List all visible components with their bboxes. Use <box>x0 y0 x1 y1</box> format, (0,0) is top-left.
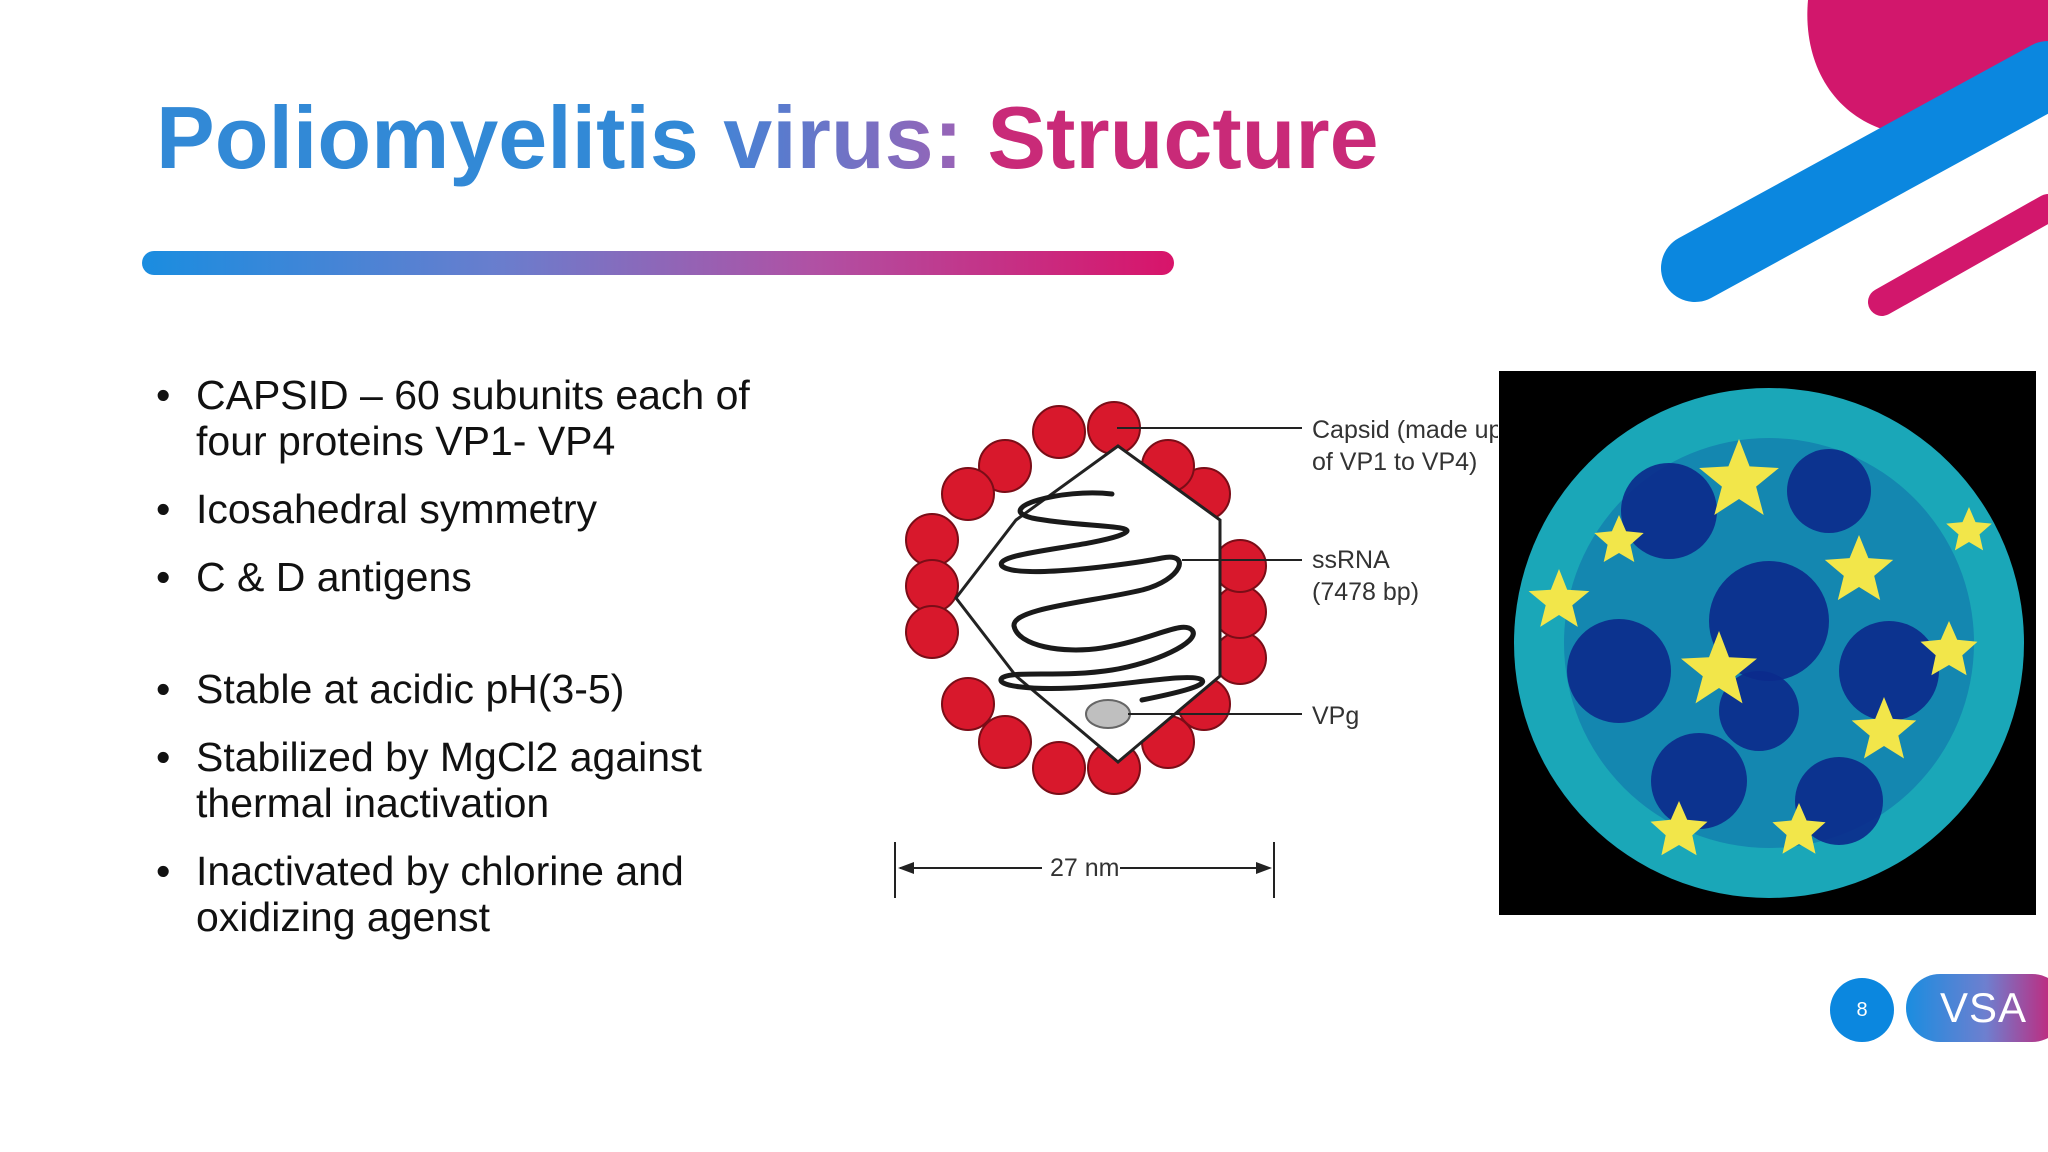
virus-spike <box>1824 535 1894 601</box>
page-title: Poliomyelitis virus: Structure <box>156 88 1379 188</box>
ssrna-label-line-1: ssRNA <box>1312 546 1390 574</box>
virus-yellow-spikes <box>1528 439 1992 856</box>
title-part-2: virus: <box>698 88 963 187</box>
capsid-beads <box>905 401 1267 795</box>
bullet-item: Icosahedral symmetry <box>152 486 792 532</box>
vpg-protein <box>1085 699 1131 729</box>
capsid-bead <box>905 559 959 613</box>
capsid-bead <box>941 467 995 521</box>
capsid-bead <box>1213 539 1267 593</box>
brand-logo: VSA <box>1906 974 2048 1042</box>
virus-groove <box>1651 733 1747 829</box>
vpg-label: VPg <box>1312 702 1359 730</box>
capsid-bead <box>1032 405 1086 459</box>
ssrna-strand <box>998 490 1206 703</box>
page-number-badge: 8 <box>1830 978 1894 1042</box>
capsid-bead <box>905 605 959 659</box>
title-part-3: Structure <box>962 88 1379 187</box>
capsid-diagram: Capsid (made up of VP1 to VP4) ssRNA (74… <box>862 368 1498 930</box>
title-part-1: Poliomyelitis <box>156 88 699 187</box>
bullet-item: Stabilized by MgCl2 against thermal inac… <box>152 734 792 826</box>
scale-label: 27 nm <box>1050 854 1119 882</box>
virus-spike <box>1920 621 1978 676</box>
virus-spike <box>1528 569 1590 627</box>
logo-text: VSA <box>1940 984 2028 1031</box>
corner-pink-stripe <box>1868 194 2048 316</box>
bullet-item: Stable at acidic pH(3-5) <box>152 666 792 712</box>
scale-left-arrowhead <box>898 862 914 874</box>
virus-groove <box>1839 621 1939 721</box>
bullet-list: CAPSID – 60 subunits each of four protei… <box>152 372 792 962</box>
virus-spike <box>1594 515 1644 562</box>
poliovirus-image-svg <box>1499 371 2036 915</box>
virus-groove <box>1787 449 1871 533</box>
corner-blue-stripe <box>1661 41 2048 302</box>
capsid-bead <box>978 715 1032 769</box>
bullet-item: CAPSID – 60 subunits each of four protei… <box>152 372 792 464</box>
virus-spike <box>1946 507 1992 551</box>
capsid-bead <box>941 677 995 731</box>
virus-spike <box>1650 801 1708 856</box>
virus-groove <box>1567 619 1671 723</box>
capsid-bead <box>1032 741 1086 795</box>
virus-spike <box>1681 631 1757 704</box>
virus-groove <box>1709 561 1829 681</box>
scale-right-arrowhead <box>1256 862 1272 874</box>
bullet-item: C & D antigens <box>152 554 792 600</box>
ssrna-label-line-2: (7478 bp) <box>1312 578 1419 606</box>
title-underline <box>142 251 1174 275</box>
virus-dark-grooves <box>1567 449 1939 845</box>
capsid-label-line-2: of VP1 to VP4) <box>1312 448 1477 476</box>
capsid-bead <box>905 513 959 567</box>
poliovirus-3d-model-image <box>1499 371 2036 915</box>
capsid-label-line-1: Capsid (made up <box>1312 416 1498 444</box>
bullet-item: Inactivated by chlorine and oxidizing ag… <box>152 848 792 940</box>
capsid-bead <box>1213 585 1267 639</box>
capsid-bead <box>1213 631 1267 685</box>
corner-decoration <box>1661 0 2048 316</box>
virus-spike <box>1699 439 1779 515</box>
capsid-diagram-svg: Capsid (made up of VP1 to VP4) ssRNA (74… <box>862 368 1498 930</box>
capsid-hexagon <box>954 444 1222 764</box>
virus-spike <box>1851 697 1917 759</box>
virus-spike <box>1772 803 1826 854</box>
virus-groove <box>1621 463 1717 559</box>
capsid-bead <box>978 439 1032 493</box>
